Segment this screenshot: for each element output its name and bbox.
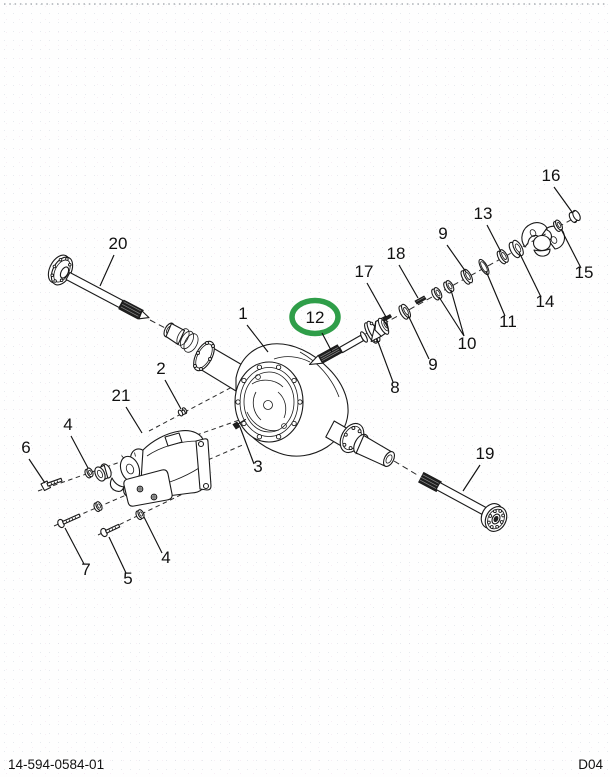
callout-5: 5 [123,569,132,588]
bolt-7 [57,513,81,529]
callout-7: 7 [81,560,90,579]
callout-3: 3 [253,457,262,476]
callout-12-highlighted: 12 [306,308,325,327]
plug-2 [177,407,188,417]
callout-1: 1 [238,304,247,323]
callout-20: 20 [109,234,128,253]
footer-part-number: 14-594-0584-01 [8,757,104,772]
callout-4b: 4 [161,548,170,567]
washer-4a [84,467,94,479]
callout-6: 6 [21,438,30,457]
callout-9-upper: 9 [438,224,447,243]
pinion-shaft [308,331,368,366]
callout-16: 16 [542,166,561,185]
actuator-bracket [195,438,212,491]
callout-18: 18 [387,244,406,263]
bolt-3 [232,418,247,430]
pinion-flange [364,315,390,344]
callout-labels: 20 16 13 9 18 17 1 12 15 14 11 10 9 8 2 … [21,166,593,588]
highlight-ellipse [289,297,341,337]
washer-4b [135,509,145,521]
nut-16 [568,209,581,224]
axle-housing [163,322,396,468]
callout-9-lower: 9 [428,355,437,374]
callout-8: 8 [390,378,399,397]
callout-2: 2 [156,359,165,378]
footer-page-code: D04 [578,757,603,772]
callout-11: 11 [499,312,517,331]
callout-21: 21 [112,386,131,405]
callout-4a: 4 [63,415,72,434]
left-axle-shaft [47,254,150,320]
callout-19: 19 [476,444,495,463]
pin-17 [382,313,393,322]
u-joint-yoke [521,222,566,257]
mounting-fasteners [40,407,247,538]
callout-13: 13 [474,204,493,223]
callout-15: 15 [575,263,594,282]
bolt-5 [100,523,121,538]
diff-lock-actuator [94,430,212,507]
leader-lines [28,186,582,574]
right-axle-shaft [418,471,508,532]
callout-17: 17 [355,262,374,281]
key-18 [414,295,427,305]
ring-11 [478,258,490,276]
washer-7 [93,501,103,513]
callout-10: 10 [458,334,477,353]
callout-14: 14 [536,292,555,311]
bolt-6 [40,477,63,492]
